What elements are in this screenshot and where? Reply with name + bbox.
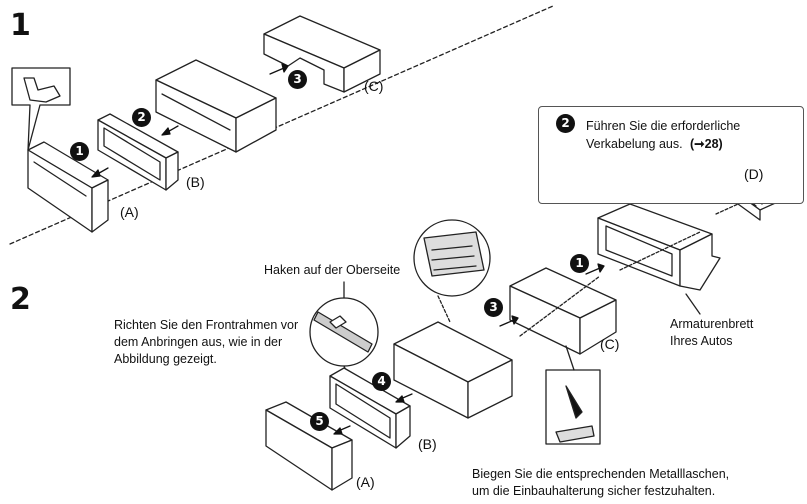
step-marker-1: 1: [570, 254, 589, 273]
step-marker-1: 1: [70, 142, 89, 161]
step-marker-2: 2: [132, 108, 151, 127]
part-label-c: (C): [600, 336, 620, 352]
finger-callout: [11, 67, 71, 151]
wiring-note-line1: Führen Sie die erforderliche: [586, 119, 741, 133]
step-marker-4: 4: [372, 372, 391, 391]
trim-frame-b-2: [329, 367, 411, 449]
part-label-b: (B): [418, 436, 437, 452]
faceplate-a-1: [27, 141, 109, 233]
dashboard-opening: [597, 203, 721, 291]
faceplate-a-2: [265, 401, 353, 491]
hook-note: Haken auf der Oberseite: [264, 263, 401, 277]
hook-callout: [309, 281, 379, 381]
part-label-a: (A): [120, 204, 139, 220]
mounting-sleeve-c-2: [509, 267, 617, 355]
frame-note-line2: dem Anbringen aus, wie in der: [114, 335, 283, 349]
clip-callout: [413, 219, 491, 323]
tabs-note-line1: Biegen Sie die entsprechenden Metalllasc…: [472, 467, 730, 481]
car-unit-1: [155, 59, 277, 153]
step-marker-3: 3: [288, 70, 307, 89]
wiring-callout-box: [538, 106, 804, 204]
section-number-1: 1: [10, 8, 31, 43]
step-marker-3: 3: [484, 298, 503, 317]
leader-lines: [685, 293, 701, 315]
section-number-2: 2: [10, 282, 31, 317]
step-marker-5: 5: [310, 412, 329, 431]
part-label-a: (A): [356, 474, 375, 490]
dashboard-note-line2: Ihres Autos: [670, 334, 733, 348]
guide-lines: [519, 231, 701, 337]
arrows-1: [91, 63, 289, 178]
car-unit-2: [393, 321, 513, 419]
frame-note-line3: Abbildung gezeigt.: [114, 352, 217, 366]
part-label-b: (B): [186, 174, 205, 190]
mounting-sleeve-c-1: [263, 15, 381, 93]
part-label-c: (C): [364, 78, 384, 94]
trim-frame-b-1: [97, 113, 179, 191]
tab-callout: [545, 345, 601, 445]
page-reference: (➞28): [690, 137, 723, 151]
wiring-note-line2: Verkabelung aus.: [586, 137, 683, 151]
part-label-d: (D): [744, 166, 764, 182]
tabs-note-line2: um die Einbauhalterung sicher festzuhalt…: [472, 484, 716, 498]
frame-note-line1: Richten Sie den Frontrahmen vor: [114, 318, 299, 332]
dashboard-note-line1: Armaturenbrett: [670, 317, 754, 331]
step-marker-2: 2: [556, 114, 575, 133]
arrows-2: [333, 263, 605, 435]
